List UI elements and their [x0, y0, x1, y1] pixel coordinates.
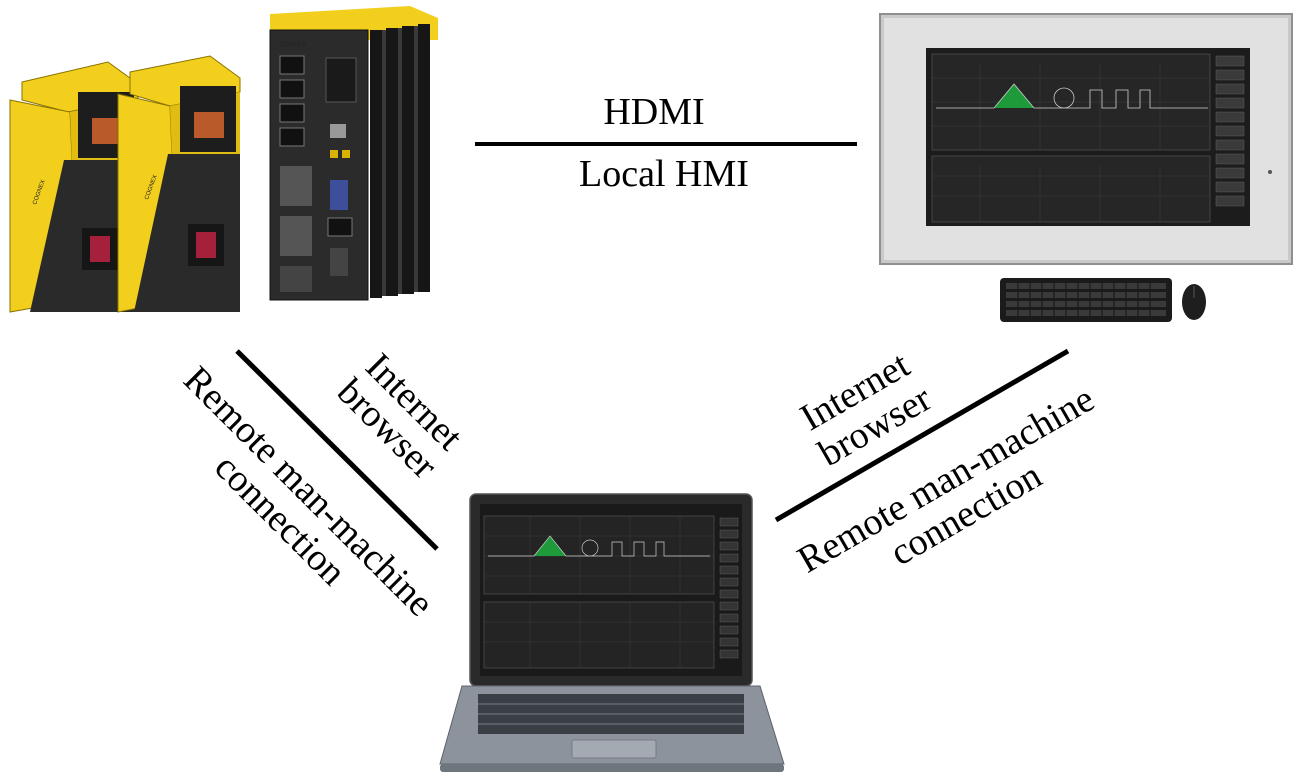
- hmi-monitor-icon: [879, 13, 1293, 265]
- local-hmi-label: Local HMI: [579, 153, 749, 195]
- left-remote-connection-line: [235, 349, 439, 551]
- laptop-icon: [439, 493, 785, 772]
- controller-icon: COGNEX: [269, 6, 438, 301]
- mouse-icon: [1182, 284, 1206, 320]
- camera-icon: COGNEX COGNEX: [9, 55, 241, 313]
- controller-brand: COGNEX: [280, 42, 306, 48]
- hdmi-label: HDMI: [603, 91, 704, 133]
- right-remote-connection-line: [774, 348, 1070, 523]
- keyboard-icon: [1000, 278, 1172, 322]
